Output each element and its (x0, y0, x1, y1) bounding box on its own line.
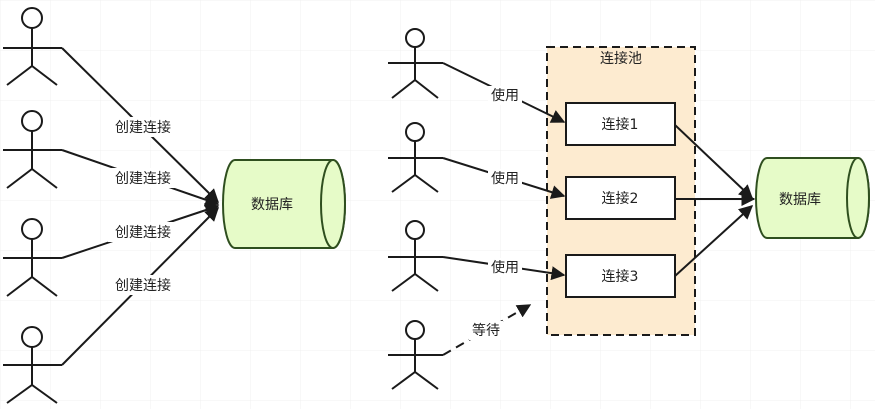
edge-label: 创建连接 (115, 224, 171, 241)
left-diagram (3, 7, 220, 404)
actor-icon[interactable] (388, 220, 443, 292)
actor-icon[interactable] (388, 320, 443, 390)
use-label: 使用 (491, 259, 519, 276)
connection-label: 连接2 (602, 190, 639, 207)
connection-box[interactable]: 连接1 (565, 102, 676, 146)
db-edge (674, 124, 754, 199)
connection-box[interactable]: 连接2 (565, 176, 676, 220)
database-label: 数据库 (251, 197, 293, 213)
pool-label: 连接池 (600, 50, 642, 67)
actor-icon[interactable] (388, 28, 443, 99)
actor-icon[interactable] (3, 7, 62, 86)
database-label: 数据库 (779, 192, 821, 208)
left-edge-labels: 创建连接 创建连接 创建连接 创建连接 (108, 117, 178, 295)
actor-icon[interactable] (3, 326, 62, 404)
db-edge (674, 205, 754, 277)
connection-box[interactable]: 连接3 (565, 254, 676, 298)
actor-icon[interactable] (3, 218, 62, 297)
connection-label: 连接3 (602, 268, 639, 285)
edge-label: 创建连接 (115, 119, 171, 136)
wait-label: 等待 (472, 322, 500, 339)
actor-icon[interactable] (388, 122, 443, 193)
right-edge-labels: 使用 使用 使用 等待 (469, 86, 522, 340)
edge-label: 创建连接 (115, 170, 171, 187)
actor-icon[interactable] (3, 110, 62, 189)
connection-label: 连接1 (602, 116, 639, 133)
database-cylinder-left[interactable]: 数据库 (222, 159, 346, 249)
use-label: 使用 (491, 170, 519, 187)
edge-label: 创建连接 (115, 277, 171, 294)
use-label: 使用 (491, 87, 519, 104)
database-cylinder-right[interactable]: 数据库 (755, 157, 870, 239)
